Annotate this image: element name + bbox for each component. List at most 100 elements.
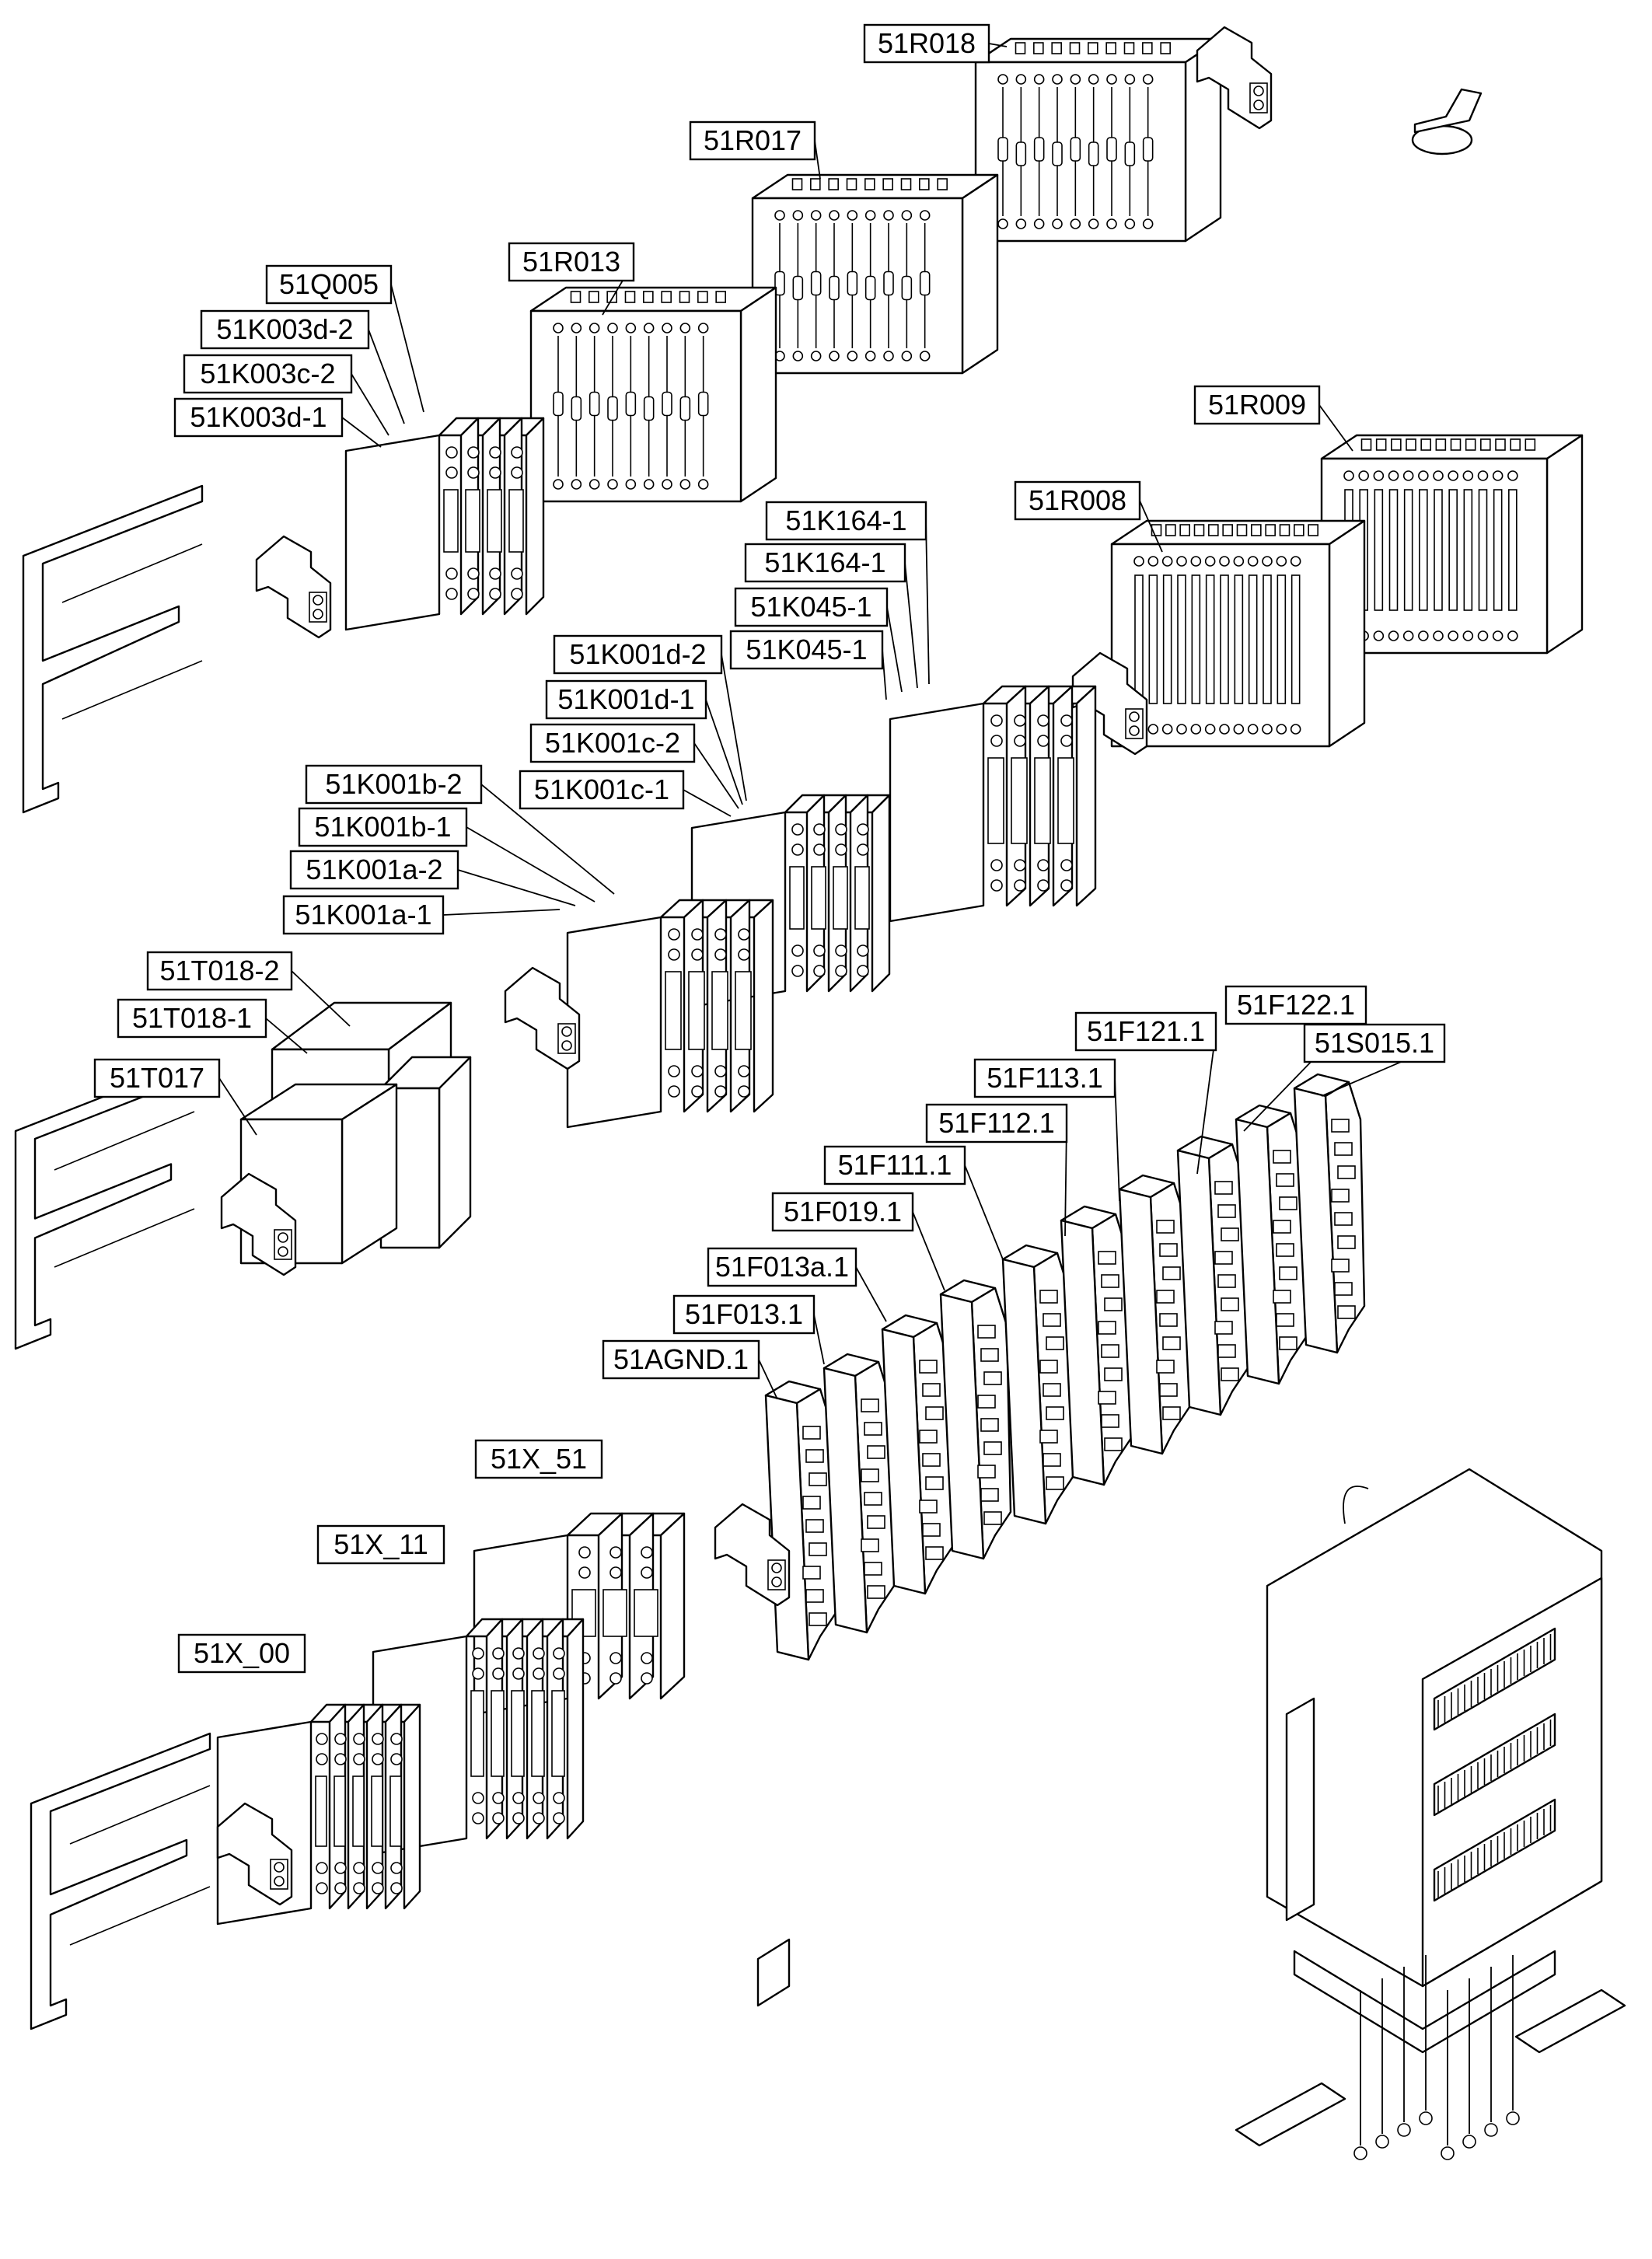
fuse-module-clip bbox=[805, 1519, 824, 1533]
fuse-module-clip bbox=[922, 1453, 941, 1467]
relay-group-51K001a-screw bbox=[691, 948, 704, 961]
resistor-board-51R009-lower-screw bbox=[1448, 630, 1458, 641]
relay-group-51K001c-face bbox=[811, 866, 826, 930]
resistor-board-51R008-upper-screw bbox=[1219, 556, 1230, 567]
resistor-board-51R009-top-terminal bbox=[1391, 438, 1402, 451]
fuse-module-clip bbox=[1273, 1220, 1291, 1234]
fuse-module-clip bbox=[1156, 1220, 1175, 1234]
resistor-board-51R013-top-terminal bbox=[679, 291, 690, 303]
terminal-block-51X_00-screw bbox=[316, 1862, 328, 1874]
cabinet-gland-plate bbox=[1293, 1950, 1556, 2054]
transformer-51T017 bbox=[239, 1083, 398, 1265]
part-label: 51T018-1 bbox=[117, 998, 267, 1039]
fuse-module-clip bbox=[1039, 1360, 1058, 1374]
part-label: 51S015.1 bbox=[1303, 1023, 1446, 1063]
resistor-board-51R017-resistor bbox=[829, 275, 840, 301]
part-label-box bbox=[689, 120, 816, 161]
part-label-text: 51F113.1 bbox=[987, 1062, 1102, 1094]
leader-line bbox=[912, 1211, 945, 1291]
terminal-block-51X_11-screw bbox=[533, 1667, 545, 1680]
resistor-board-51R017-top-terminal bbox=[828, 178, 839, 190]
part-label-text: 51X_00 bbox=[194, 1637, 290, 1669]
resistor-board-51R009-resistor bbox=[1434, 489, 1443, 611]
fuse-module-clip bbox=[1104, 1297, 1123, 1311]
din-rail-top-profile bbox=[22, 484, 204, 814]
fuse-module-clip bbox=[1334, 1142, 1353, 1156]
resistor-board-51R009-side bbox=[1545, 434, 1584, 655]
end-clamp-r008-screw bbox=[1129, 725, 1140, 736]
resistor-board-51R009-lower-screw bbox=[1373, 630, 1385, 641]
relay-group-51K003-face bbox=[443, 489, 459, 553]
fuse-module-clip bbox=[980, 1488, 999, 1502]
resistor-board-51R017-side bbox=[961, 173, 999, 375]
resistor-board-51R008-upper-screw bbox=[1262, 556, 1273, 567]
relay-group-51K001a-screw bbox=[691, 1065, 704, 1077]
resistor-board-51R008-lower-screw bbox=[1176, 724, 1187, 735]
fuse-module-clip bbox=[1334, 1212, 1353, 1226]
relay-group-51K164-side bbox=[1075, 685, 1097, 907]
part-label-text: 51F122.1 bbox=[1237, 989, 1355, 1021]
part-label-box bbox=[146, 951, 293, 991]
relay-group-51K164-screw bbox=[1060, 859, 1073, 871]
part-label-box bbox=[771, 1192, 914, 1232]
resistor-board-51R009-upper-screw bbox=[1448, 470, 1458, 481]
resistor-board-51R013-lower-screw bbox=[643, 479, 655, 490]
fuse-module-clip bbox=[1273, 1150, 1291, 1164]
resistor-board-51R013-top-terminal bbox=[697, 291, 708, 303]
part-label-box bbox=[282, 895, 445, 935]
end-clamp-k001-screw bbox=[561, 1040, 572, 1051]
end-clamp-fuse-screw bbox=[771, 1576, 782, 1587]
resistor-board-51R009-top-terminal bbox=[1525, 438, 1536, 451]
fuse-module-clip bbox=[1276, 1243, 1294, 1257]
terminal-block-51X_51-face bbox=[634, 1589, 658, 1637]
end-clamp-r018-screw bbox=[1253, 86, 1264, 96]
terminal-block-51X_00-screw bbox=[390, 1733, 403, 1745]
resistor-board-51R008-lower-screw bbox=[1219, 724, 1230, 735]
resistor-board-51R008-upper-screw bbox=[1276, 556, 1287, 567]
terminal-block-51X_51-face bbox=[602, 1589, 627, 1637]
fuse-module-clip bbox=[1159, 1383, 1178, 1397]
resistor-board-51R013-lower-screw bbox=[553, 479, 564, 490]
cabinet-cable-end bbox=[1441, 2146, 1455, 2160]
resistor-board-51R009-lower-screw bbox=[1433, 630, 1444, 641]
resistor-board-51R018-resistor bbox=[997, 137, 1008, 162]
resistor-board-51R018-top-terminal bbox=[1142, 42, 1153, 54]
leader-line bbox=[855, 1266, 887, 1322]
terminal-block-51X_11-face bbox=[491, 1690, 505, 1777]
terminal-block-51X_00-side bbox=[403, 1703, 421, 1910]
fuse-module-clip bbox=[1159, 1313, 1178, 1327]
resistor-board-51R008-resistor bbox=[1148, 574, 1158, 704]
part-label-box bbox=[529, 723, 696, 763]
end-clamp-t017 bbox=[220, 1172, 297, 1276]
fuse-module bbox=[1293, 1073, 1366, 1354]
resistor-board-51R013-upper-screw bbox=[571, 323, 582, 333]
resistor-board-51R013-upper-screw bbox=[697, 323, 709, 333]
end-clamp-k003-screw bbox=[313, 595, 323, 606]
relay-group-51K001a-screw bbox=[738, 1065, 750, 1077]
terminal-block-51X_00-face bbox=[352, 1775, 365, 1847]
part-labels: 51R01851R01751R01351Q00551K003d-251K003c… bbox=[93, 23, 1446, 1674]
terminal-block-51X_00-screw bbox=[334, 1882, 347, 1894]
resistor-board-51R013-top-terminal bbox=[589, 291, 599, 303]
relay-group-51K001a-screw bbox=[668, 1065, 680, 1077]
resistor-board-51R009-top-terminal bbox=[1465, 438, 1476, 451]
part-label: 51F112.1 bbox=[925, 1103, 1068, 1143]
leader-line bbox=[390, 284, 424, 413]
resistor-board-51R009-resistor bbox=[1493, 489, 1503, 611]
relay-group-51K003-screw bbox=[445, 446, 458, 459]
relay-group-51K001a-body bbox=[566, 916, 662, 1129]
resistor-board-51R008-resistor bbox=[1205, 574, 1215, 704]
fuse-module-clip bbox=[1331, 1259, 1350, 1273]
relay-group-51K003-side bbox=[525, 417, 545, 616]
part-label-text: 51K001a-1 bbox=[295, 899, 431, 930]
resistor-board-51R018-resistor bbox=[1033, 137, 1045, 162]
fuse-module-front bbox=[1176, 1149, 1222, 1416]
resistor-board-51R013-upper-screw bbox=[643, 323, 655, 333]
end-clamp-k003-screw bbox=[313, 609, 323, 620]
fuse-module-clip bbox=[864, 1422, 882, 1436]
part-label-text: 51Q005 bbox=[279, 268, 379, 300]
relay-group-51K003-screw bbox=[511, 567, 523, 580]
part-label-text: 51R013 bbox=[522, 246, 620, 278]
relay-group-51K001c-side bbox=[871, 794, 891, 993]
resistor-board-51R008-lower-screw bbox=[1204, 724, 1216, 735]
